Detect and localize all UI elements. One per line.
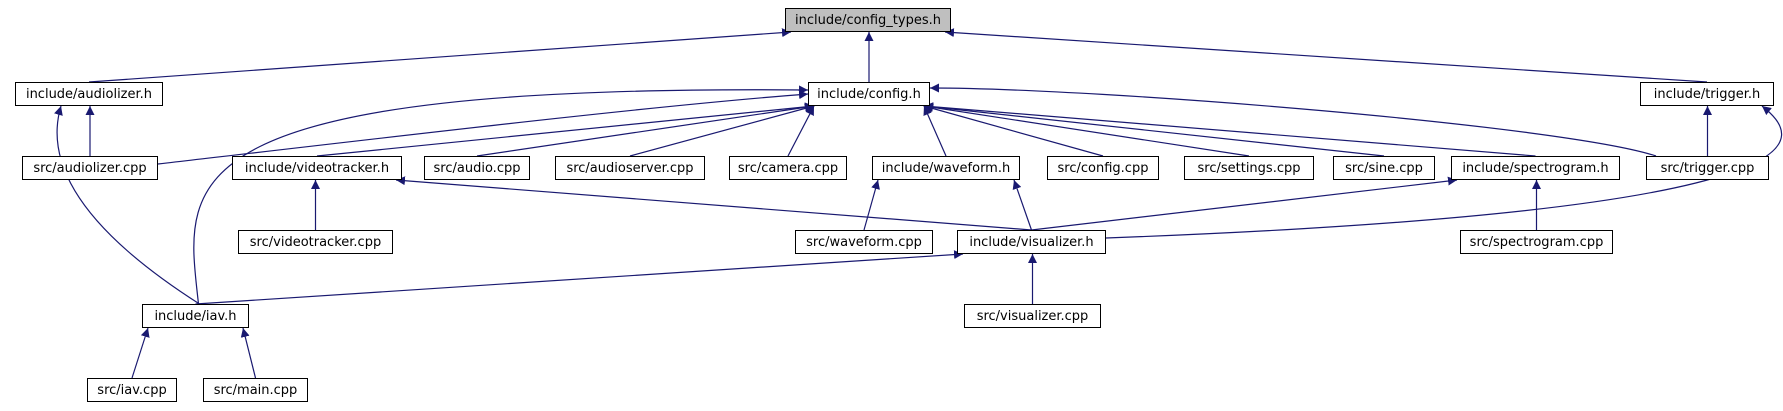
node-label: src/trigger.cpp	[1660, 160, 1755, 176]
node-trigger-h[interactable]: include/trigger.h	[1640, 82, 1774, 106]
node-iav-cpp[interactable]: src/iav.cpp	[87, 378, 177, 402]
edge-trigger-h-to-config-types	[944, 28, 1708, 83]
edge-iav-h-to-audiolizer-h	[54, 105, 200, 305]
node-audiolizer-h[interactable]: include/audiolizer.h	[15, 82, 163, 106]
node-audio-cpp[interactable]: src/audio.cpp	[424, 156, 530, 180]
node-label: include/audiolizer.h	[25, 86, 153, 102]
node-trigger-cpp[interactable]: src/trigger.cpp	[1646, 156, 1769, 180]
node-videotracker-cpp[interactable]: src/videotracker.cpp	[238, 230, 393, 254]
node-label: src/sine.cpp	[1345, 160, 1423, 176]
edge-waveform-cpp-to-waveform-h	[863, 179, 880, 231]
node-label: src/visualizer.cpp	[976, 308, 1089, 324]
edge-waveform-h-to-config-h	[923, 105, 947, 157]
edge-audiolizer-cpp-to-config-h	[157, 90, 809, 165]
node-settings-cpp[interactable]: src/settings.cpp	[1184, 156, 1314, 180]
edge-visualizer-h-to-spectrogram-h	[1031, 176, 1458, 231]
node-spectrogram-cpp[interactable]: src/spectrogram.cpp	[1460, 230, 1613, 254]
edge-audioserver-cpp-to-config-h	[629, 104, 815, 157]
edge-iav-cpp-to-iav-h	[131, 327, 150, 379]
node-label: include/visualizer.h	[969, 234, 1094, 250]
node-label: include/trigger.h	[1653, 86, 1761, 102]
node-label: include/config.h	[817, 86, 921, 102]
node-spectrogram-h[interactable]: include/spectrogram.h	[1451, 156, 1620, 180]
node-config-cpp[interactable]: src/config.cpp	[1047, 156, 1159, 180]
node-sine-cpp[interactable]: src/sine.cpp	[1333, 156, 1435, 180]
edge-spectrogram-h-to-config-h	[923, 102, 1536, 157]
node-label: src/audiolizer.cpp	[33, 160, 147, 176]
edge-sine-cpp-to-config-h	[923, 102, 1385, 157]
node-visualizer-h[interactable]: include/visualizer.h	[957, 230, 1106, 254]
node-label: src/audio.cpp	[433, 160, 521, 176]
node-config-types-h: include/config_types.h	[785, 8, 951, 32]
node-label: src/camera.cpp	[737, 160, 839, 176]
node-label: src/main.cpp	[213, 382, 298, 398]
node-label: include/config_types.h	[795, 12, 941, 28]
node-visualizer-cpp[interactable]: src/visualizer.cpp	[964, 304, 1101, 328]
edge-camera-cpp-to-config-h	[787, 105, 815, 157]
edge-iav-h-to-config-h	[193, 85, 809, 305]
edge-config-cpp-to-config-h	[923, 104, 1104, 157]
node-videotracker-h[interactable]: include/videotracker.h	[232, 156, 402, 180]
edge-visualizer-h-to-videotracker-h	[395, 176, 1032, 231]
node-audiolizer-cpp[interactable]: src/audiolizer.cpp	[22, 156, 158, 180]
node-label: src/audioserver.cpp	[566, 160, 694, 176]
node-iav-h[interactable]: include/iav.h	[142, 304, 249, 328]
node-main-cpp[interactable]: src/main.cpp	[203, 378, 308, 402]
node-camera-cpp[interactable]: src/camera.cpp	[729, 156, 847, 180]
node-waveform-cpp[interactable]: src/waveform.cpp	[795, 230, 933, 254]
edge-settings-cpp-to-config-h	[923, 102, 1250, 157]
edge-audio-cpp-to-config-h	[476, 102, 815, 157]
edge-audiolizer-h-to-config-types	[88, 28, 792, 83]
node-audioserver-cpp[interactable]: src/audioserver.cpp	[555, 156, 705, 180]
edge-trigger-cpp-to-config-h	[929, 83, 1657, 157]
node-label: include/iav.h	[154, 308, 237, 324]
node-label: src/spectrogram.cpp	[1469, 234, 1604, 250]
node-label: src/config.cpp	[1057, 160, 1149, 176]
node-label: src/videotracker.cpp	[249, 234, 382, 250]
node-label: src/waveform.cpp	[806, 234, 922, 250]
edge-visualizer-h-to-waveform-h	[1012, 179, 1033, 231]
node-label: include/spectrogram.h	[1462, 160, 1609, 176]
node-config-h[interactable]: include/config.h	[808, 82, 930, 106]
node-waveform-h[interactable]: include/waveform.h	[872, 156, 1020, 180]
node-label: src/iav.cpp	[97, 382, 167, 398]
edge-main-cpp-to-iav-h	[240, 327, 257, 379]
node-label: include/waveform.h	[881, 160, 1011, 176]
node-label: src/settings.cpp	[1197, 160, 1301, 176]
node-label: include/videotracker.h	[244, 160, 390, 176]
edge-videotracker-h-to-config-h	[316, 102, 815, 157]
edge-iav-h-to-visualizer-h	[195, 250, 964, 305]
